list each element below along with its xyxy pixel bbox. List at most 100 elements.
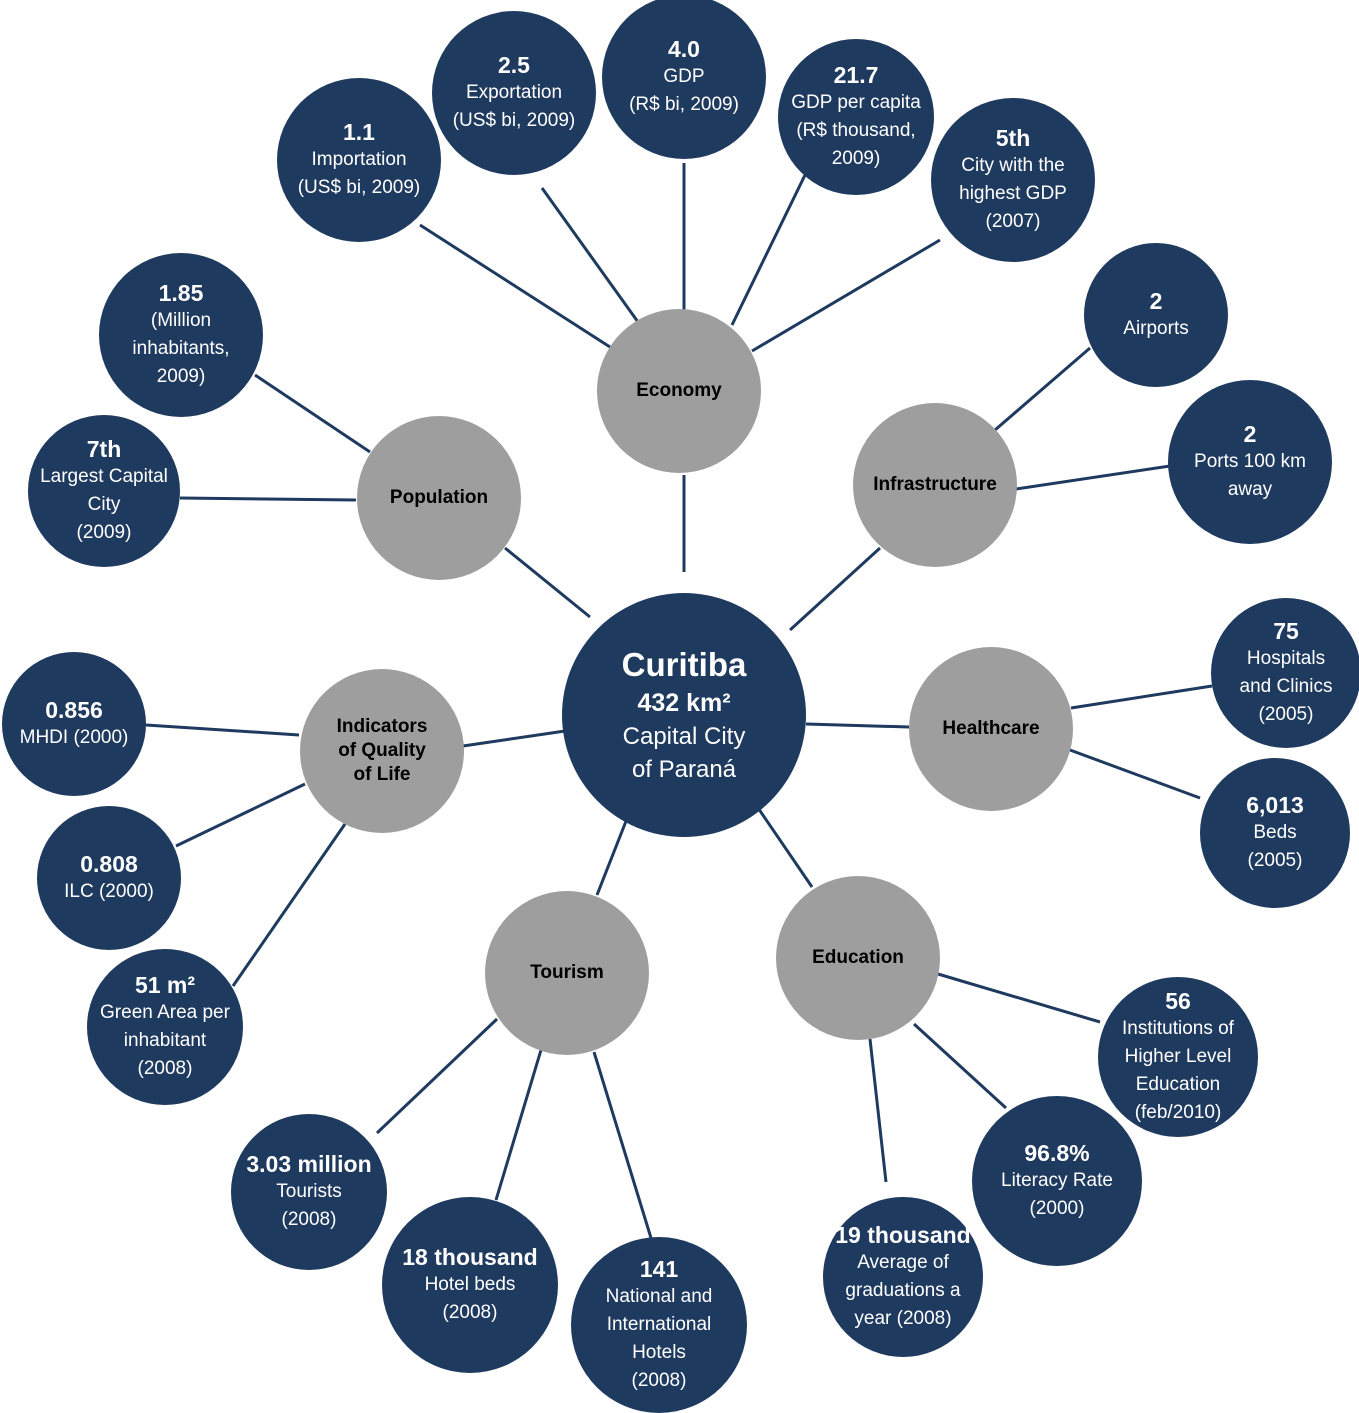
stat-description: (2005) bbox=[1247, 850, 1303, 871]
stat-value: 56 bbox=[1165, 988, 1191, 1014]
stat-description: (US$ bi, 2009) bbox=[452, 110, 576, 131]
stat-value: 7th bbox=[86, 436, 122, 462]
stat-description: highest GDP bbox=[959, 183, 1067, 204]
stat-description: (R$ bi, 2009) bbox=[629, 94, 739, 115]
spoke-line-tourism bbox=[595, 810, 632, 896]
stat-value: 5th bbox=[995, 125, 1031, 151]
link-line-tourism bbox=[592, 1051, 653, 1239]
hub-node-economy: Economy bbox=[597, 309, 761, 473]
stat-description: City bbox=[87, 494, 121, 515]
link-line-economy bbox=[751, 238, 941, 353]
hub-label: Indicators bbox=[336, 716, 428, 737]
stat-description: (2005) bbox=[1258, 704, 1314, 725]
stat-value: 2 bbox=[1149, 288, 1163, 314]
stat-description: (2008) bbox=[442, 1302, 498, 1323]
stat-description: (2008) bbox=[281, 1209, 337, 1230]
stat-description: graduations a bbox=[845, 1280, 961, 1301]
stat-value: 3.03 million bbox=[246, 1151, 372, 1177]
stat-description: Institutions of bbox=[1122, 1018, 1234, 1039]
hub-node-infrastructure: Infrastructure bbox=[853, 403, 1017, 567]
stat-description: 2009) bbox=[831, 148, 881, 169]
hub-node-population: Population bbox=[357, 416, 521, 580]
link-line-healthcare bbox=[1070, 684, 1213, 710]
hub-label: of Quality bbox=[338, 740, 426, 761]
stat-description: Literacy Rate bbox=[1001, 1170, 1113, 1191]
link-line-economy bbox=[419, 223, 611, 349]
stat-description: (2008) bbox=[137, 1058, 193, 1079]
link-line-infrastructure bbox=[1015, 464, 1171, 491]
stat-description: (US$ bi, 2009) bbox=[297, 177, 421, 198]
stat-description: (Million bbox=[150, 310, 212, 331]
spoke-line-education bbox=[752, 801, 814, 888]
stat-description: GDP per capita bbox=[791, 92, 921, 113]
hub-node-healthcare: Healthcare bbox=[909, 647, 1073, 811]
stat-description: (R$ thousand, bbox=[796, 120, 916, 141]
stat-description: Largest Capital bbox=[40, 466, 168, 487]
stat-description: Exportation bbox=[465, 82, 563, 103]
link-line-education bbox=[937, 972, 1101, 1024]
stat-value: 0.856 bbox=[45, 697, 103, 723]
stat-description: Tourists bbox=[276, 1181, 342, 1202]
stat-description: Beds bbox=[1253, 822, 1297, 843]
link-line-infrastructure bbox=[994, 346, 1091, 432]
link-line-healthcare bbox=[1069, 748, 1201, 800]
stat-value: 75 bbox=[1273, 618, 1299, 644]
stat-description: Ports 100 km bbox=[1194, 451, 1306, 472]
stat-value: 1.85 bbox=[158, 280, 204, 306]
hub-label: Infrastructure bbox=[873, 474, 997, 495]
spoke-line-quality bbox=[462, 729, 566, 748]
stat-value: 21.7 bbox=[833, 62, 879, 88]
center-title: Curitiba bbox=[621, 646, 747, 683]
hub-label: Tourism bbox=[530, 962, 604, 983]
spoke-line-infrastructure bbox=[788, 546, 882, 632]
stat-value: 1.1 bbox=[343, 119, 375, 145]
stat-value: 141 bbox=[639, 1256, 679, 1282]
hub-node-tourism: Tourism bbox=[485, 891, 649, 1055]
stat-description: (2007) bbox=[985, 211, 1041, 232]
link-line-quality bbox=[145, 723, 300, 737]
stat-description: Hotels bbox=[632, 1342, 686, 1363]
hub-label: Healthcare bbox=[942, 718, 1040, 739]
spoke-line-healthcare bbox=[805, 722, 910, 729]
stat-description: International bbox=[606, 1314, 712, 1335]
stat-value: 51 m² bbox=[134, 972, 196, 998]
link-line-education bbox=[912, 1022, 1008, 1110]
stat-description: and Clinics bbox=[1239, 676, 1333, 697]
stat-value: 2.5 bbox=[498, 52, 530, 78]
link-line-economy bbox=[730, 172, 808, 326]
stat-value: 6,013 bbox=[1246, 792, 1304, 818]
stat-description: Hospitals bbox=[1246, 648, 1326, 669]
stat-description: MHDI (2000) bbox=[19, 727, 129, 748]
stat-description: GDP bbox=[663, 66, 705, 87]
link-line-tourism bbox=[494, 1049, 543, 1201]
hub-label: Population bbox=[389, 487, 489, 508]
stat-description: Hotel beds bbox=[424, 1274, 516, 1295]
center-subtitle: Capital City bbox=[622, 723, 746, 750]
stat-description: 2009) bbox=[156, 366, 206, 387]
stat-description: (2008) bbox=[631, 1370, 687, 1391]
stat-description: Airports bbox=[1123, 318, 1189, 339]
stat-description: Higher Level bbox=[1124, 1046, 1232, 1067]
stat-description: ILC (2000) bbox=[64, 881, 154, 902]
stat-value: 4.0 bbox=[668, 36, 700, 62]
stat-value: 96.8% bbox=[1024, 1140, 1090, 1166]
link-line-tourism bbox=[375, 1017, 499, 1135]
center-area: 432 km² bbox=[637, 689, 731, 717]
